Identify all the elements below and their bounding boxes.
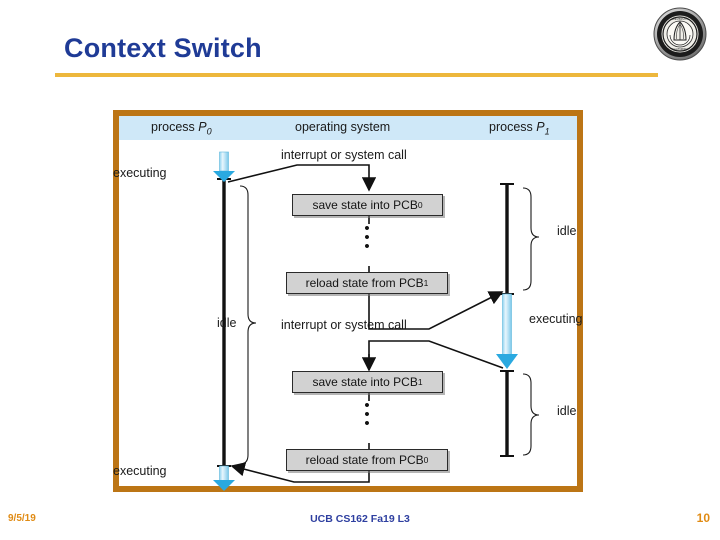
column-header-process-p1-label: process [489,120,533,134]
diagram-column-header-band [119,116,577,140]
label-p1-idle-top: idle [557,224,577,238]
ellipsis-dot: • [364,220,370,237]
os-steps-ellipsis-second: • • • [364,397,370,432]
column-header-process-p0-subscript: 0 [206,126,212,137]
p1-executing-arrow [496,293,518,369]
uc-berkeley-seal-icon: UNIVERSITY CALIFORNIA [652,6,708,62]
ellipsis-dot: • [364,238,370,255]
footer-date: 9/5/19 [8,513,36,524]
svg-text:CALIFORNIA: CALIFORNIA [672,47,688,51]
column-header-process-p0-label: process [151,120,195,134]
label-p1-executing: executing [529,312,583,326]
label-interrupt-or-system-call-second: interrupt or system call [281,318,407,332]
svg-text:UNIVERSITY: UNIVERSITY [672,17,688,21]
column-header-process-p0: process P0 [151,120,212,137]
label-p0-executing-bottom: executing [113,464,167,478]
ellipsis-dot: • [364,406,370,423]
footer-course-label: UCB CS162 Fa19 L3 [310,513,410,525]
ellipsis-dot: • [364,415,370,432]
column-header-process-p1-subscript: 1 [544,126,550,137]
label-interrupt-or-system-call-first: interrupt or system call [281,148,407,162]
os-box-save-state-pcb0-subscript: 0 [417,200,423,210]
os-box-reload-state-pcb0-text: reload state from PCB [305,453,424,467]
os-steps-ellipsis-first: • • • [364,220,370,255]
column-header-process-p0-symbol: P [198,120,207,134]
os-box-save-state-pcb1-text: save state into PCB [312,375,418,389]
os-box-reload-state-pcb1-text: reload state from PCB [305,276,424,290]
column-header-process-p1-symbol: P [536,120,545,134]
p0-executing-arrow-bottom [213,465,235,491]
ellipsis-dot: • [364,229,370,246]
context-switch-diagram: process P0 operating system process P1 [113,110,583,492]
diagram-vector-layer [213,151,540,491]
label-p1-idle-bottom: idle [557,404,577,418]
os-box-reload-state-pcb0-subscript: 0 [423,455,429,465]
label-p0-idle: idle [217,316,237,330]
p0-executing-arrow-top [213,151,235,182]
label-p0-executing-top: executing [113,166,167,180]
page-title: Context Switch [64,33,262,63]
column-header-operating-system: operating system [295,120,391,134]
title-underline-rule [55,73,658,77]
footer-page-number: 10 [696,511,710,525]
os-box-save-state-pcb0-text: save state into PCB [312,198,418,212]
column-header-process-p1: process P1 [489,120,550,137]
ellipsis-dot: • [364,397,370,414]
os-box-reload-state-pcb1-subscript: 1 [423,278,429,288]
os-box-save-state-pcb1-subscript: 1 [417,377,423,387]
